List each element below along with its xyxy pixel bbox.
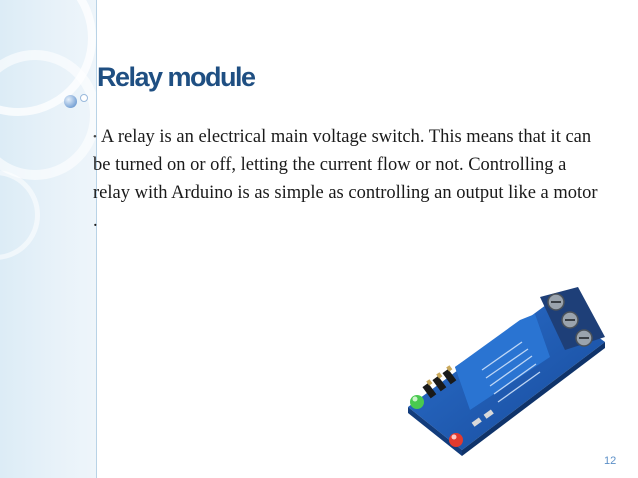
- red-led: [449, 433, 463, 447]
- slide-title: Relay module: [97, 62, 256, 92]
- relay-box-label-lines: [481, 341, 541, 403]
- band-divider-line: [96, 0, 97, 478]
- slide-body: •A relay is an electrical main voltage s…: [93, 123, 598, 235]
- smd-component: [471, 417, 482, 427]
- relay-module-image: [408, 287, 605, 456]
- decorative-left-band: [0, 0, 96, 478]
- header-pins: [422, 368, 457, 399]
- green-led: [410, 395, 424, 409]
- decorative-small-ring: [80, 94, 88, 102]
- body-paragraph: A relay is an electrical main voltage sw…: [93, 127, 598, 231]
- screw-terminal-block: [540, 287, 605, 350]
- pcb-edge: [408, 407, 462, 456]
- page-number: 12: [604, 455, 617, 467]
- relay-box-face: [455, 314, 550, 410]
- decorative-bullet-dot: [64, 95, 77, 108]
- decorative-ring: [0, 170, 40, 260]
- decorative-ring: [0, 50, 96, 180]
- pcb-edge: [462, 342, 605, 456]
- smd-component: [483, 409, 494, 419]
- pin-tips: [426, 365, 453, 386]
- bullet-marker: •: [93, 131, 97, 143]
